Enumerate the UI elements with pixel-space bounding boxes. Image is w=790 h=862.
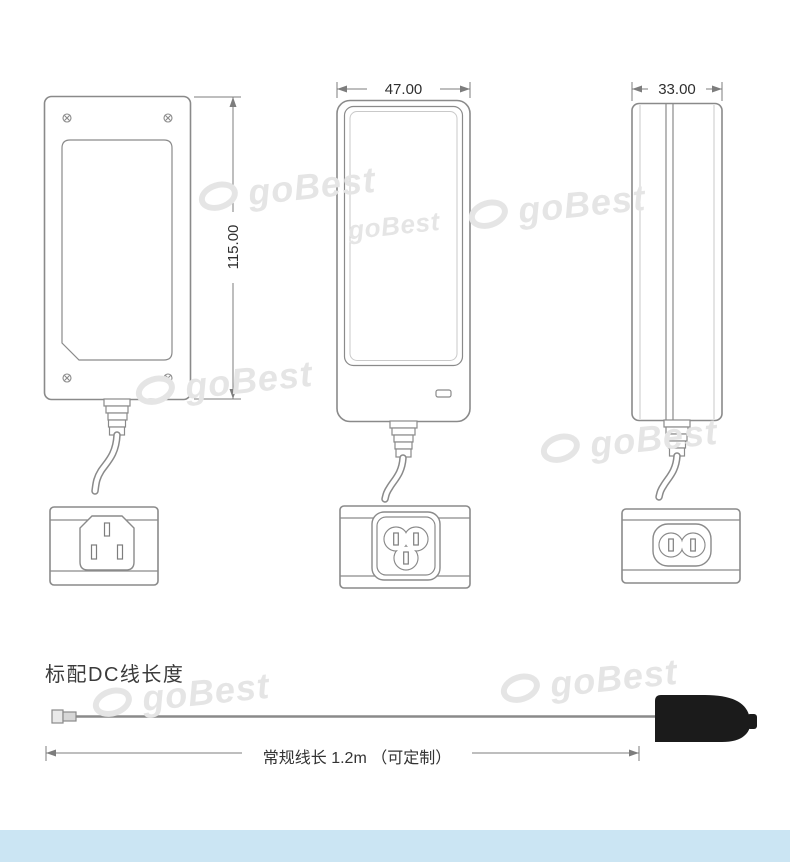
inlet-c14-pin-right [116, 544, 124, 560]
dc-connector-end [51, 709, 64, 724]
side-view-led-indicator [435, 389, 452, 398]
edge-dimension-label: 33.00 [658, 81, 696, 98]
side-view-strain-relief [389, 420, 418, 458]
dc-connector-barrel [62, 711, 77, 722]
side-view-face-inner-outline [349, 111, 458, 361]
inlet-view-c14 [49, 506, 159, 586]
front-dimension-label: 115.00 [225, 225, 242, 270]
edge-view [631, 102, 723, 501]
dc-cable-drawing [51, 695, 757, 742]
dc-plug [655, 695, 751, 742]
side-view-dimension: 47.00 [336, 81, 471, 98]
cable-section-title: 标配DC线长度 [45, 664, 185, 686]
front-view-body [43, 95, 192, 401]
edge-view-dimension: 33.00 [631, 81, 723, 101]
inlet-c14-pin-left [90, 544, 98, 560]
side-view-body [336, 99, 471, 423]
cable-length-dimension [45, 746, 640, 761]
inlet-view-c8 [621, 508, 741, 584]
edge-view-body [631, 102, 723, 422]
side-view-cable-core [382, 455, 406, 502]
footer-bar [0, 830, 790, 862]
edge-view-cable-core [656, 453, 680, 500]
inlet-c14-pin-earth [103, 522, 111, 537]
inlet-c6-socket-inner [376, 516, 436, 576]
front-view [43, 95, 192, 495]
inlet-view-c6 [339, 505, 471, 589]
side-view [336, 99, 471, 503]
front-view-dimension: 115.00 [194, 96, 242, 400]
cable-length-label: 常规线长 1.2m （可定制） [262, 750, 452, 767]
inlet-c6-cloverleaf [383, 526, 429, 571]
edge-view-strain-relief [663, 419, 691, 457]
front-view-strain-relief [103, 398, 131, 436]
front-view-screw-icons [62, 113, 173, 383]
side-view-face-outline [343, 105, 464, 367]
inlet-c8-figure8 [658, 532, 706, 558]
front-view-label-area [61, 139, 173, 361]
dc-plug-tip [747, 714, 757, 729]
side-dimension-label: 47.00 [385, 81, 423, 98]
front-view-cable-core [92, 432, 120, 494]
